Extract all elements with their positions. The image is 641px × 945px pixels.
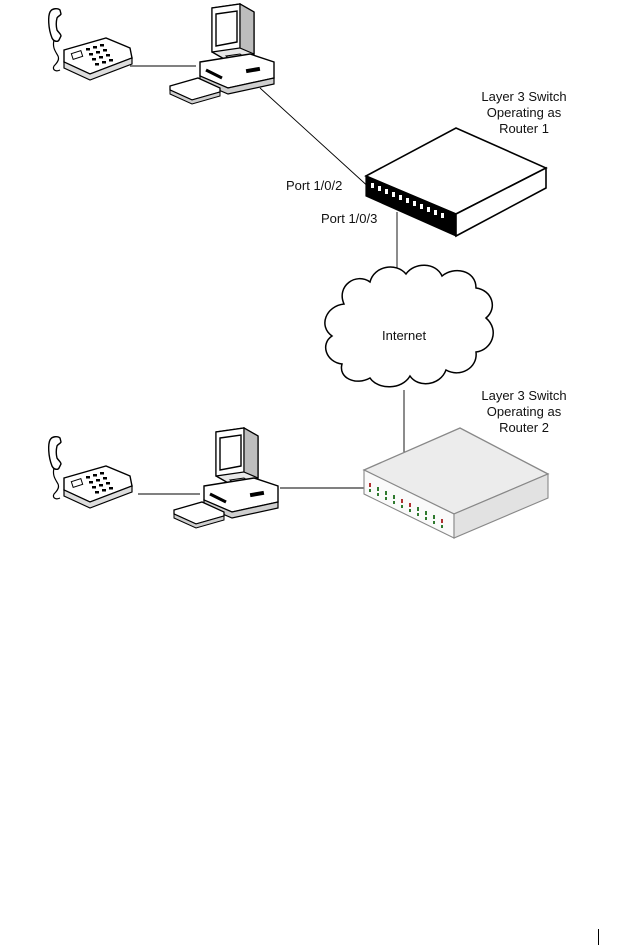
layer3-switch-icon [364,127,548,238]
router1-label-line2: Operating as [486,105,562,120]
router1-label-line1: Layer 3 Switch [481,89,567,104]
desktop-computer-icon [172,426,280,530]
router2-label: Layer 3 Switch Operating as Router 2 [454,388,594,436]
router2-label-line2: Operating as [486,404,562,419]
link-computer1-router1 [259,87,373,191]
internet-label: Internet [382,328,427,343]
router2-label-line1: Layer 3 Switch [481,388,567,403]
port-1-0-2-label: Port 1/0/2 [286,178,343,193]
router1-label-line3: Router 1 [499,121,549,136]
desktop-computer-icon [168,2,276,106]
page-edge-marker [598,929,599,945]
telephone-icon [47,7,133,81]
layer3-switch-icon [362,427,550,539]
router2-label-line3: Router 2 [499,420,549,435]
internet-cloud-icon [324,264,494,388]
telephone-icon [47,435,133,509]
port-1-0-3-label: Port 1/0/3 [321,211,378,226]
router1-label: Layer 3 Switch Operating as Router 1 [454,89,594,137]
